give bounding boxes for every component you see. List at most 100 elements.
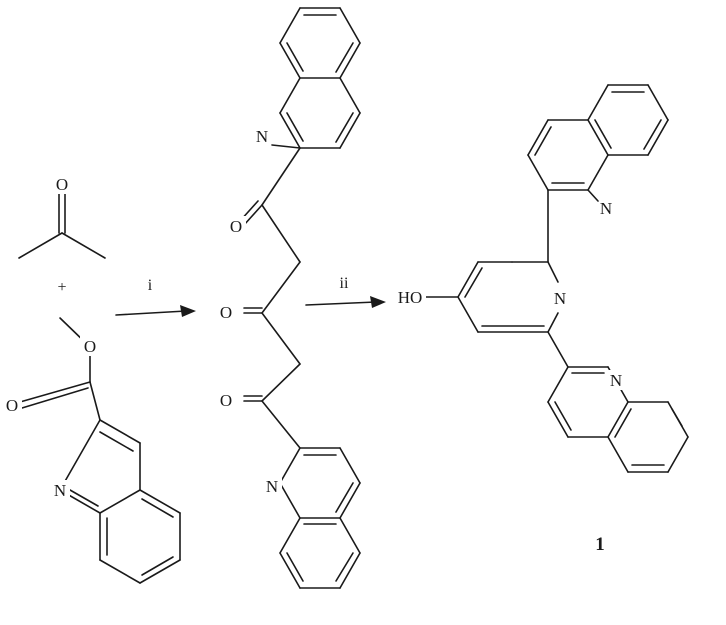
arrow-head bbox=[180, 305, 196, 317]
upper-quinoline-nitrogen-label: N bbox=[256, 127, 268, 146]
bond bbox=[69, 489, 99, 507]
product-upper-quinoline-nitrogen-label: N bbox=[600, 199, 612, 218]
compound-number-label: 1 bbox=[595, 534, 605, 555]
bond bbox=[261, 400, 301, 449]
bond bbox=[587, 84, 609, 121]
bond bbox=[614, 408, 632, 438]
bond bbox=[335, 112, 354, 143]
bond bbox=[527, 119, 549, 156]
reaction-arrow-step-i: i bbox=[115, 277, 196, 317]
bond bbox=[587, 119, 609, 156]
bond bbox=[607, 436, 629, 473]
central-pyridine-nitrogen-label: N bbox=[554, 289, 566, 308]
bond bbox=[279, 77, 301, 114]
bond bbox=[527, 154, 549, 191]
ester-oxygen-label: O bbox=[84, 337, 96, 356]
bond bbox=[279, 482, 301, 519]
lower-quinoline-nitrogen-label: N bbox=[266, 477, 278, 496]
bond bbox=[279, 517, 301, 554]
triketone-intermediate: N O O O N bbox=[216, 7, 361, 589]
label-mask bbox=[606, 370, 626, 390]
bond bbox=[534, 126, 552, 156]
label-mask bbox=[80, 336, 100, 356]
bond bbox=[279, 447, 301, 484]
bond bbox=[21, 387, 89, 409]
bond bbox=[339, 447, 361, 484]
acetone-molecule: O bbox=[18, 174, 106, 259]
bond bbox=[547, 331, 569, 368]
bond bbox=[261, 261, 301, 314]
bond bbox=[671, 408, 683, 427]
bond bbox=[139, 559, 181, 584]
label-mask bbox=[596, 198, 616, 218]
bond bbox=[279, 7, 301, 44]
label-mask bbox=[50, 480, 70, 500]
bond bbox=[261, 363, 301, 402]
bond bbox=[261, 204, 301, 263]
bond bbox=[335, 552, 354, 582]
bond bbox=[59, 419, 101, 491]
bond bbox=[339, 552, 361, 589]
bond bbox=[89, 381, 101, 421]
step-i-label: i bbox=[148, 277, 153, 294]
bond bbox=[339, 77, 361, 114]
bond bbox=[339, 112, 361, 149]
bond bbox=[286, 42, 304, 72]
bond bbox=[667, 436, 689, 473]
bond bbox=[587, 189, 599, 202]
carbonyl-oxygen-label: O bbox=[6, 396, 18, 415]
label-mask bbox=[226, 216, 246, 236]
reaction-arrow-step-ii: ii bbox=[305, 275, 386, 308]
bond bbox=[286, 552, 304, 582]
bond bbox=[587, 154, 609, 191]
bond bbox=[647, 119, 669, 156]
acetone-oxygen-label: O bbox=[56, 175, 68, 194]
bond bbox=[99, 431, 134, 452]
plus-sign: + bbox=[57, 279, 66, 296]
bond bbox=[647, 84, 669, 121]
bond bbox=[279, 42, 301, 79]
bond bbox=[61, 232, 106, 259]
bond bbox=[339, 7, 361, 44]
lower-carbonyl-oxygen-label: O bbox=[220, 391, 232, 410]
bond bbox=[335, 42, 354, 73]
product-lower-quinoline-nitrogen-label: N bbox=[610, 371, 622, 390]
label-mask bbox=[216, 302, 236, 322]
label-mask bbox=[262, 476, 282, 496]
bond bbox=[547, 366, 569, 403]
bond bbox=[279, 112, 301, 149]
bond bbox=[141, 556, 174, 576]
product-molecule: N N HO N bbox=[394, 84, 689, 555]
bond bbox=[554, 401, 572, 431]
methyl-ester-molecule: O O N bbox=[2, 317, 181, 584]
bond bbox=[457, 296, 479, 333]
bond bbox=[261, 147, 301, 206]
bond bbox=[607, 401, 629, 438]
label-mask bbox=[216, 390, 236, 410]
bond bbox=[547, 401, 569, 438]
bond bbox=[99, 419, 141, 444]
bond bbox=[464, 267, 483, 298]
middle-carbonyl-oxygen-label: O bbox=[220, 303, 232, 322]
bond bbox=[339, 482, 361, 519]
bond bbox=[18, 232, 63, 259]
bond bbox=[594, 119, 612, 149]
label-mask bbox=[252, 126, 272, 146]
label-mask bbox=[394, 287, 426, 307]
bond bbox=[339, 42, 361, 79]
bond bbox=[261, 312, 301, 365]
bond bbox=[99, 489, 141, 514]
bond bbox=[243, 204, 263, 226]
bond bbox=[271, 144, 301, 149]
step-ii-label: ii bbox=[340, 275, 349, 292]
label-mask bbox=[2, 395, 22, 415]
bond bbox=[286, 112, 304, 142]
upper-carbonyl-oxygen-label: O bbox=[230, 217, 242, 236]
label-mask bbox=[52, 174, 72, 194]
ester-quinoline-nitrogen-label: N bbox=[54, 481, 66, 500]
bond bbox=[547, 312, 559, 333]
bond bbox=[643, 119, 662, 150]
bond bbox=[99, 559, 141, 584]
arrow-head bbox=[370, 296, 386, 308]
